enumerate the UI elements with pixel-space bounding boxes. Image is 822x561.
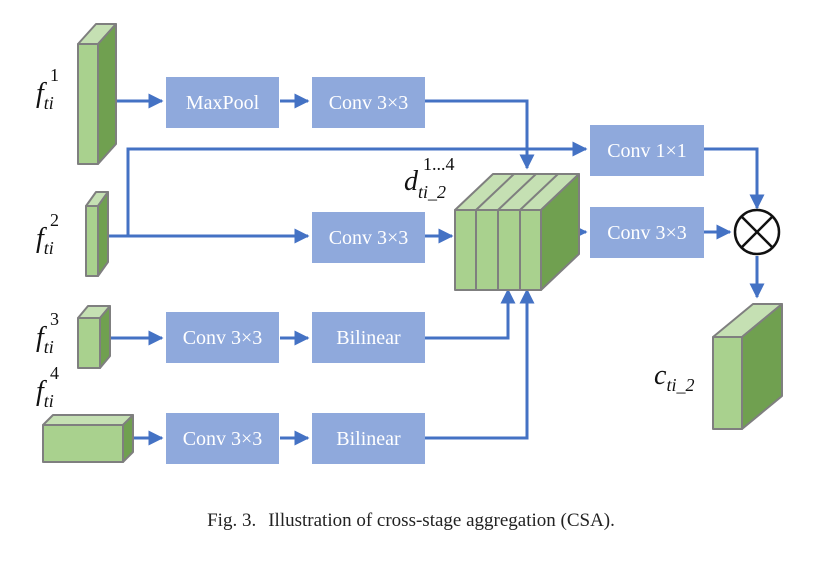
label-f3: fti3 — [36, 309, 59, 357]
block-conv-f3: Conv 3×3 — [166, 312, 279, 363]
block-conv-top: Conv 3×3 — [312, 77, 425, 128]
feature-d-concat-box — [454, 173, 580, 291]
figure-number: Fig. 3. — [207, 510, 257, 531]
arrow-bilinear-f4-concat — [425, 288, 535, 440]
label-f1: fti1 — [36, 65, 59, 113]
arrow-conv-top-concat — [425, 99, 535, 170]
block-bilinear-f4-label: Bilinear — [336, 428, 401, 450]
block-maxpool-label: MaxPool — [186, 92, 260, 114]
block-conv-top-label: Conv 3×3 — [329, 92, 409, 114]
feature-f2-box — [85, 191, 109, 277]
block-maxpool: MaxPool — [166, 77, 279, 128]
label-f2: fti2 — [36, 210, 59, 258]
block-conv-right-label: Conv 3×3 — [607, 222, 687, 244]
block-conv-right: Conv 3×3 — [590, 207, 704, 258]
block-conv-f4-label: Conv 3×3 — [183, 428, 263, 450]
block-bilinear-f3: Bilinear — [312, 312, 425, 363]
block-bilinear-f3-label: Bilinear — [336, 327, 401, 349]
feature-f1-box — [77, 23, 117, 165]
arrow-f2-conv1x1 — [126, 141, 588, 236]
label-c: cti_2 — [654, 360, 694, 395]
figure-caption: Fig. 3. Illustration of cross-stage aggre… — [0, 510, 822, 532]
block-conv-f2: Conv 3×3 — [312, 212, 425, 263]
arrow-conv1x1-mult — [704, 147, 765, 210]
block-conv-1x1-label: Conv 1×1 — [607, 140, 687, 162]
label-d: dti_21...4 — [404, 154, 455, 202]
block-bilinear-f4: Bilinear — [312, 413, 425, 464]
arrows — [103, 93, 765, 446]
block-conv-f2-label: Conv 3×3 — [329, 227, 409, 249]
feature-f3-box — [77, 305, 111, 369]
label-f4: fti4 — [36, 363, 59, 411]
block-conv-f4: Conv 3×3 — [166, 413, 279, 464]
block-conv-f3-label: Conv 3×3 — [183, 327, 263, 349]
block-conv-1x1: Conv 1×1 — [590, 125, 704, 176]
figure-caption-text: Illustration of cross-stage aggregation … — [268, 510, 615, 531]
multiply-icon — [733, 208, 781, 256]
feature-c-output-box — [712, 303, 783, 430]
arrow-bilinear-f3-concat — [425, 288, 516, 340]
feature-f4-box — [42, 414, 134, 463]
